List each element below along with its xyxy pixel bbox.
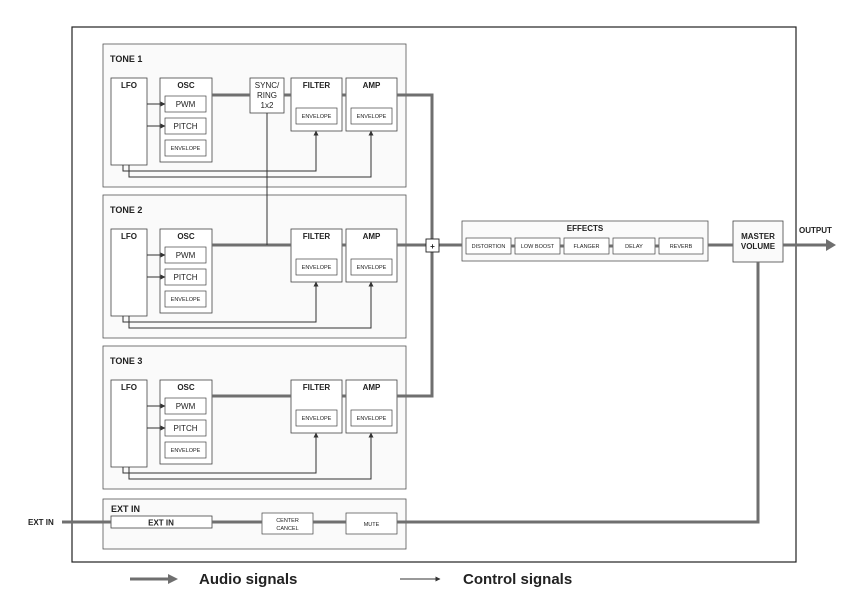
tone-2-osc-envelope-label: ENVELOPE xyxy=(171,297,201,303)
tone-1-section: TONE 1 LFO OSC PWM PITCH ENVELOPE SYNC/ … xyxy=(102,43,407,188)
tone-1-amp-envelope-label: ENVELOPE xyxy=(357,114,387,120)
tone-1-sync-ring-box xyxy=(249,77,285,114)
output-arrowhead xyxy=(826,239,836,251)
tone-2-lfo-label: LFO xyxy=(121,232,137,241)
output-label: OUTPUT xyxy=(799,226,832,235)
tone-3-filter-label: FILTER xyxy=(303,383,331,392)
tone-1-lfo-to-amp xyxy=(128,130,374,178)
tone-1-osc-envelope-label: ENVELOPE xyxy=(171,146,201,152)
tone-2-filter-label: FILTER xyxy=(303,232,331,241)
tone-1-amp-envelope-box xyxy=(350,107,393,125)
tone-1-lfo-box xyxy=(110,77,148,166)
tone-2-filter-envelope-label: ENVELOPE xyxy=(302,265,332,271)
control-signal-lines xyxy=(122,101,374,480)
outer-frame xyxy=(71,26,797,563)
tone-3-osc-label: OSC xyxy=(177,383,195,392)
tone-2-section: TONE 2 LFO OSC PWM PITCH ENVELOPE FILTER… xyxy=(102,194,407,339)
tone-1-filter-envelope-box xyxy=(295,107,338,125)
tone-2-title: TONE 2 xyxy=(110,205,142,215)
master-volume-label-2: VOLUME xyxy=(741,242,776,251)
tone-2-lfo-box xyxy=(110,228,148,317)
tone-2-lfo-to-amp xyxy=(128,281,374,329)
tone-1-ring-label: RING xyxy=(257,91,277,100)
audio-signal-lines xyxy=(62,93,827,524)
tone-3-filter-envelope-box xyxy=(295,409,338,427)
tone-2-osc-label: OSC xyxy=(177,232,195,241)
effects-title: EFFECTS xyxy=(567,224,604,233)
tone-1-title: TONE 1 xyxy=(110,54,142,64)
effect-flanger-label: FLANGER xyxy=(574,244,600,250)
center-cancel-label-2: CANCEL xyxy=(276,526,298,532)
mute-label: MUTE xyxy=(364,522,380,528)
center-cancel-label-1: CENTER xyxy=(276,518,299,524)
tone-1-amp-label: AMP xyxy=(363,81,381,90)
tone-3-title: TONE 3 xyxy=(110,356,142,366)
tone-3-filter-envelope-label: ENVELOPE xyxy=(302,416,332,422)
tone-1-filter-label: FILTER xyxy=(303,81,331,90)
tone-1-pitch-label: PITCH xyxy=(174,122,198,131)
tone-2-pitch-label: PITCH xyxy=(174,273,198,282)
tone-2-lfo-to-filter xyxy=(122,281,319,323)
ext-in-input-label: EXT IN xyxy=(28,518,54,527)
tone-3-amp-label: AMP xyxy=(363,383,381,392)
tone-1-ratio-label: 1x2 xyxy=(261,101,274,110)
tone-3-osc-envelope-box xyxy=(164,441,207,459)
tone-3-osc-envelope-label: ENVELOPE xyxy=(171,448,201,454)
tone-1-sync-label: SYNC/ xyxy=(255,81,280,90)
effect-reverb-label: REVERB xyxy=(670,244,693,250)
legend-audio-label: Audio signals xyxy=(199,571,297,588)
ext-in-section-title: EXT IN xyxy=(111,504,140,514)
legend: Audio signals Control signals xyxy=(130,571,572,588)
tone-3-amp-to-mixer xyxy=(397,251,434,398)
tone-1-osc-envelope-box xyxy=(164,139,207,157)
tone-3-amp-envelope-box xyxy=(350,409,393,427)
effect-distortion-label: DISTORTION xyxy=(472,244,506,250)
tone-2-pwm-label: PWM xyxy=(176,251,196,260)
tone-3-lfo-to-amp xyxy=(128,432,374,480)
tone-3-amp-envelope-label: ENVELOPE xyxy=(357,416,387,422)
tone-1-amp-to-mixer xyxy=(397,93,434,239)
tone-1-pwm-label: PWM xyxy=(176,100,196,109)
legend-control-label: Control signals xyxy=(463,571,572,588)
effects-section: EFFECTS DISTORTION LOW BOOST FLANGER DEL… xyxy=(461,220,709,262)
mixer-symbol-box xyxy=(425,238,440,253)
tone-3-lfo-label: LFO xyxy=(121,383,137,392)
tone-3-lfo-to-filter xyxy=(122,432,319,474)
tone-1-lfo-to-filter xyxy=(122,130,319,172)
tone-3-pwm-label: PWM xyxy=(176,402,196,411)
tone-3-pitch-label: PITCH xyxy=(174,424,198,433)
legend-audio-arrowhead xyxy=(168,574,178,584)
ext-in-box-label: EXT IN xyxy=(148,519,174,528)
ext-in-section: EXT IN EXT IN CENTER CANCEL MUTE xyxy=(102,498,407,550)
effect-low-boost-label: LOW BOOST xyxy=(521,244,555,250)
effect-delay-label: DELAY xyxy=(625,244,643,250)
master-volume-label-1: MASTER xyxy=(741,232,775,241)
tone-1-osc-label: OSC xyxy=(177,81,195,90)
tone-3-section: TONE 3 LFO OSC PWM PITCH ENVELOPE FILTER… xyxy=(102,345,407,490)
master-volume-box xyxy=(732,220,784,263)
tone-2-amp-envelope-box xyxy=(350,258,393,276)
tone-1-filter-envelope-label: ENVELOPE xyxy=(302,114,332,120)
tone-3-lfo-box xyxy=(110,379,148,468)
mute-to-master xyxy=(397,262,760,524)
tone-2-filter-envelope-box xyxy=(295,258,338,276)
tone-2-osc-envelope-box xyxy=(164,290,207,308)
tone-2-amp-envelope-label: ENVELOPE xyxy=(357,265,387,271)
tone-1-lfo-label: LFO xyxy=(121,81,137,90)
mixer-symbol: + xyxy=(430,242,435,251)
tone-2-amp-label: AMP xyxy=(363,232,381,241)
